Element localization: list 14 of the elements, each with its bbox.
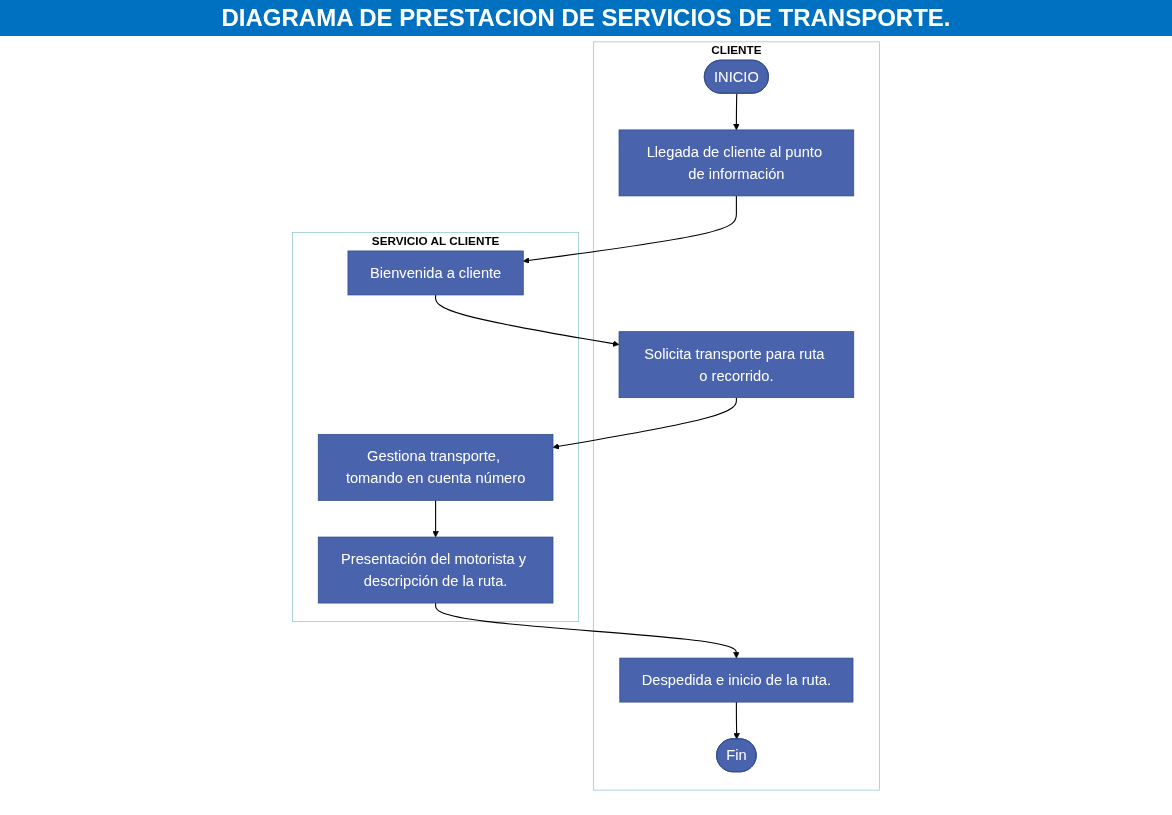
arrow	[432, 499, 439, 538]
node-box: Bienvenida a cliente	[347, 250, 524, 296]
arrow	[435, 294, 620, 347]
node-box: Despedida e inicio de la ruta.	[619, 657, 854, 703]
node-box: Presentación del motorista y descripción de la ruta.	[317, 536, 554, 604]
node-box: Gestiona transporte, tomando en cuenta número	[317, 433, 554, 501]
diagram-title: DIAGRAMA DE PRESTACION DE SERVICIOS DE TRANSPORTE.	[0, 0, 1172, 36]
node-box: Llegada de cliente al punto de información	[618, 129, 855, 197]
arrow	[523, 195, 737, 264]
node-box: Solicita transporte para ruta o recorrido.	[618, 331, 855, 399]
arrow	[552, 397, 737, 450]
arrow	[733, 701, 740, 740]
arrow	[435, 602, 740, 659]
arrow	[733, 93, 740, 131]
